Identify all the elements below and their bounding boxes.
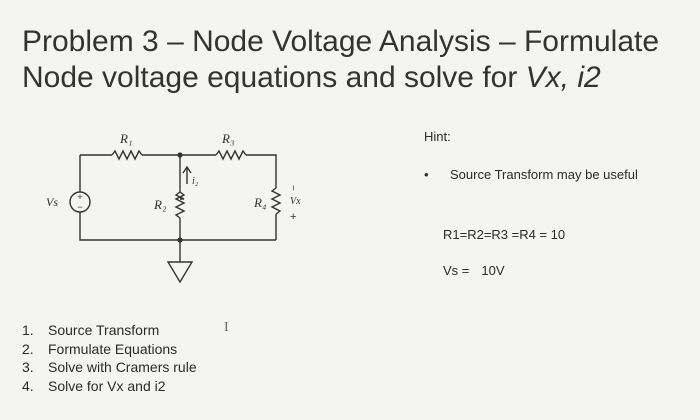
ground-symbol [166, 261, 194, 284]
source-plus-sign: + [77, 192, 82, 202]
hint-bullet-text: Source Transform may be useful [450, 167, 638, 182]
resistor-r4 [270, 187, 282, 215]
step-text: Solve with Cramers rule [48, 359, 197, 375]
step-number: 4. [22, 377, 34, 394]
source-label: Vs [46, 195, 58, 209]
node-bottom-middle [177, 237, 183, 243]
node-top-middle [177, 152, 183, 158]
resistor-r1 [111, 149, 143, 161]
source-value-line: Vs = 10V [443, 263, 505, 278]
bullet-dot: • [424, 167, 429, 182]
step-number: 1. [22, 322, 34, 338]
list-item: 3. Solve with Cramers rule [22, 358, 197, 377]
voltage-source [69, 191, 91, 213]
r4-label: R₄ [253, 195, 267, 210]
title-line-2-text: Node voltage equations and solve for [22, 61, 526, 94]
step-text: Source Transform [48, 322, 160, 338]
wire-bottom [79, 212, 276, 241]
vx-minus-sign: − [287, 185, 298, 191]
vx-label: Vx [290, 196, 301, 207]
vx-plus-sign: + [290, 211, 296, 223]
current-label: i₂ [192, 176, 199, 187]
step-text: Formulate Equations [48, 340, 178, 357]
r2-label: R₂ [153, 197, 167, 212]
resistor-r2 [174, 191, 186, 219]
hint-bullet-item: • Source Transform may be useful [424, 167, 638, 182]
title-line-2: Node voltage equations and solve for Vx,… [22, 60, 692, 96]
steps-list: 1. Source Transform 2. Formulate Equations… [22, 321, 197, 395]
title-line-1: Problem 3 – Node Voltage Analysis – Form… [22, 25, 660, 58]
step-text: Solve for Vx and i2 [48, 377, 166, 394]
step-number: 3. [22, 359, 34, 375]
resistor-r3 [215, 149, 247, 161]
resistor-equality: R1=R2=R3 =R4 = 10 [443, 227, 566, 242]
text-cursor-icon: I [224, 320, 229, 335]
wire-top-right [246, 154, 277, 188]
current-arrow [182, 165, 192, 184]
title-line-2-vars: Vx, i2 [525, 61, 601, 94]
hint-label: Hint: [424, 129, 451, 144]
vs-value: 10V [481, 263, 505, 278]
r1-label: R₁ [119, 131, 132, 146]
problem-title: Problem 3 – Node Voltage Analysis – Form… [22, 24, 692, 96]
step-number: 2. [22, 340, 34, 357]
r3-label: R₃ [221, 131, 234, 146]
list-item: 1. Source Transform [22, 321, 197, 340]
source-minus-sign: − [77, 202, 82, 212]
wire-top-left [79, 154, 112, 192]
list-item: 2. Formulate Equations [22, 340, 197, 359]
vs-label: Vs = [443, 263, 470, 278]
list-item: 4. Solve for Vx and i2 [22, 377, 197, 396]
